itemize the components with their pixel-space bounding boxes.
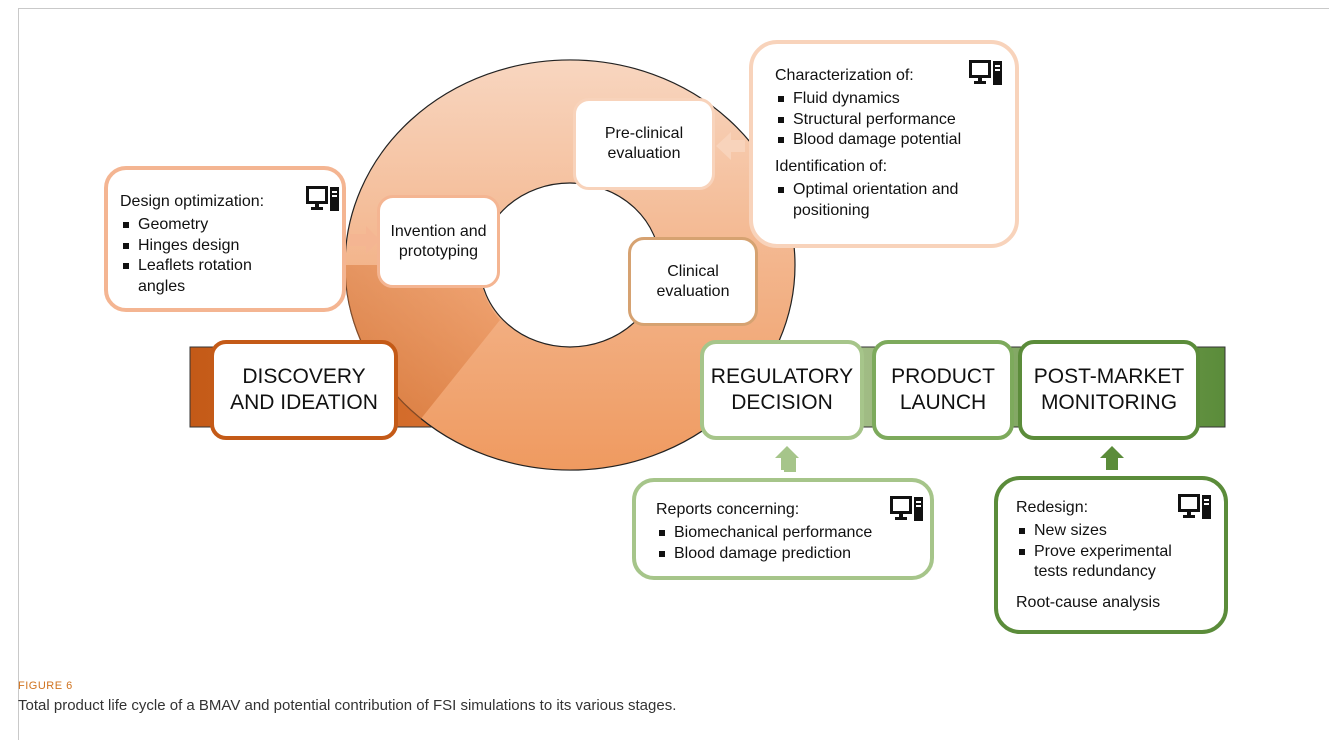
callout-reports: Reports concerning: Biomechanical perfor… [632, 478, 934, 580]
list-item: Biomechanical performance [656, 523, 890, 544]
callout-reports-head: Reports concerning: [656, 501, 800, 518]
callout-redesign: Redesign: New sizes Prove experimental t… [994, 476, 1228, 634]
list-item: Structural performance [775, 110, 999, 131]
callout-characterization-list: Fluid dynamics Structural performance Bl… [775, 89, 999, 151]
figure-label: FIGURE 6 [18, 680, 73, 692]
list-item: Geometry [120, 215, 302, 236]
list-item: Leaflets rotation angles [120, 256, 278, 298]
step-preclinical: Pre-clinical evaluation [573, 98, 715, 190]
callout-design: Design optimization: Geometry Hinges des… [104, 166, 346, 312]
stage-regulatory: REGULATORY DECISION [700, 340, 864, 440]
list-item: Optimal orientation and positioning [775, 180, 993, 222]
stage-post-market: POST-MARKET MONITORING [1018, 340, 1200, 440]
stage-regulatory-label: REGULATORY DECISION [710, 364, 854, 414]
callout-reports-list: Biomechanical performance Blood damage p… [656, 523, 890, 565]
list-item: New sizes [1016, 521, 1210, 542]
figure-caption: Total product life cycle of a BMAV and p… [18, 697, 677, 714]
list-item: Blood damage prediction [656, 544, 890, 565]
callout-redesign-footer: Root-cause analysis [1016, 594, 1161, 612]
arrow-up-regulatory [775, 446, 799, 470]
list-item: Fluid dynamics [775, 89, 999, 110]
list-item: Prove experimental tests redundancy [1016, 542, 1194, 584]
step-invention-label: Invention and prototyping [390, 222, 487, 260]
figure-frame [18, 8, 1329, 740]
stage-launch-label: PRODUCT LAUNCH [891, 364, 995, 414]
callout-redesign-list: New sizes Prove experimental tests redun… [1016, 521, 1210, 583]
computer-icon [969, 60, 1002, 85]
computer-icon [306, 186, 339, 211]
arrow-characterization-to-preclinical [716, 132, 745, 160]
step-clinical: Clinical evaluation [628, 237, 758, 326]
arrow-up-postmarket [1100, 446, 1124, 470]
stage-launch: PRODUCT LAUNCH [872, 340, 1014, 440]
callout-design-head: Design optimization: [120, 193, 265, 210]
computer-icon [890, 496, 923, 521]
callout-characterization-head: Characterization of: [775, 67, 914, 84]
arrow-design-to-invention [350, 226, 380, 254]
stage-discovery-label: DISCOVERY AND IDEATION [230, 364, 378, 414]
callout-identification-head: Identification of: [775, 158, 888, 176]
step-preclinical-label: Pre-clinical evaluation [604, 125, 684, 162]
list-item: Blood damage potential [775, 130, 999, 151]
callout-redesign-head: Redesign: [1016, 499, 1089, 516]
callout-identification-list: Optimal orientation and positioning [775, 180, 999, 222]
callout-characterization: Characterization of: Fluid dynamics Stru… [749, 40, 1019, 248]
stage-post-market-label: POST-MARKET MONITORING [1033, 364, 1185, 414]
step-clinical-label: Clinical evaluation [656, 262, 730, 300]
computer-icon [1178, 494, 1211, 519]
callout-design-list: Geometry Hinges design Leaflets rotation… [120, 215, 302, 298]
list-item: Hinges design [120, 236, 302, 257]
step-invention: Invention and prototyping [377, 195, 500, 288]
stage-discovery: DISCOVERY AND IDEATION [210, 340, 398, 440]
